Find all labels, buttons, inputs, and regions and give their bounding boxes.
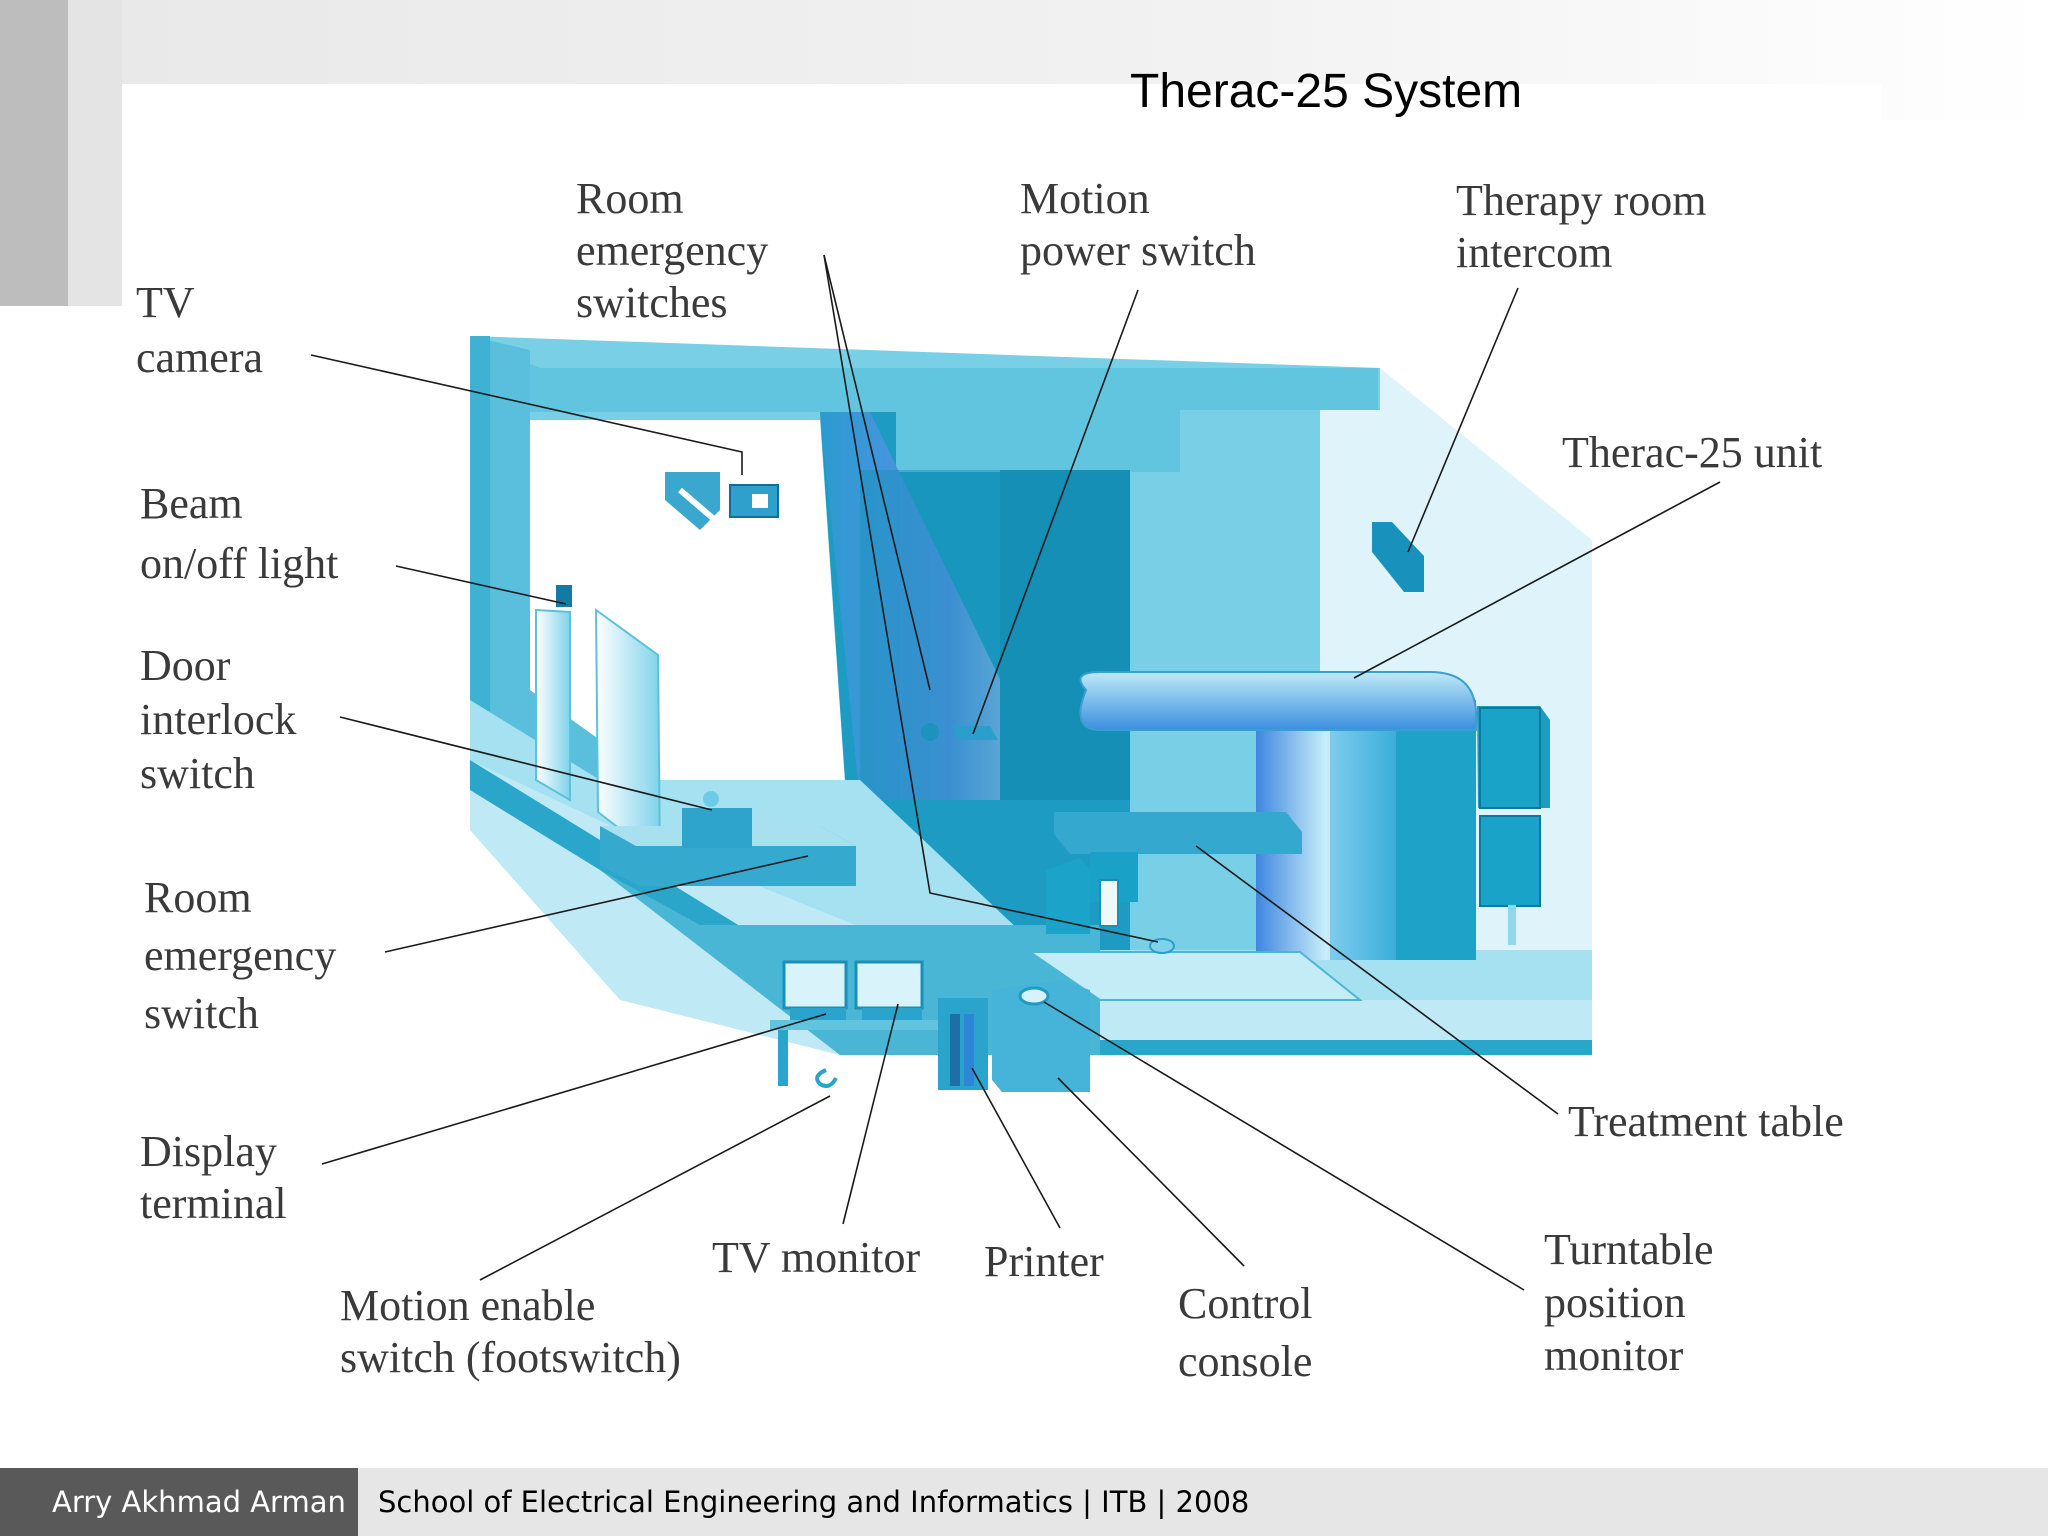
leader-room-emergency-switches-b — [823, 254, 1159, 943]
room-bay-panel — [1000, 470, 1130, 800]
door-left — [535, 608, 571, 802]
label-motion-enable-switch: Motion enable switch (footswitch) — [340, 1281, 681, 1382]
tv-camera-device — [665, 472, 779, 530]
leader-therac25-unit — [1353, 481, 1721, 679]
leader-printer — [971, 1067, 1061, 1229]
motion-power-switch-device — [952, 726, 998, 740]
therac25-room-diagram: TV camera Room emergency switches Motion… — [136, 174, 1844, 1386]
side-accent-bar — [0, 0, 68, 306]
room-emergency-switch-floor — [1149, 938, 1175, 954]
control-console-area — [770, 960, 1090, 1092]
leader-motion-enable — [479, 1095, 831, 1281]
leader-motion-power-switch — [972, 289, 1139, 735]
side-accent-bar-light — [68, 0, 122, 306]
label-therapy-room-intercom: Therapy room intercom — [1456, 176, 1717, 277]
label-treatment-table: Treatment table — [1568, 1097, 1844, 1146]
label-control-console: Control console — [1178, 1279, 1323, 1386]
slide-title: Therac-25 System — [1130, 65, 1523, 118]
label-beam-light: Beam on/off light — [140, 479, 338, 588]
label-turntable-position-monitor: Turntable position monitor — [1544, 1225, 1725, 1380]
leader-tv-monitor — [842, 1003, 899, 1225]
leader-treatment-table — [1195, 845, 1559, 1115]
room-ceiling-beam — [470, 338, 1378, 472]
leader-lines — [310, 254, 1721, 1291]
door-interlock-device — [600, 791, 856, 886]
label-tv-camera-line2: camera — [136, 333, 263, 382]
leader-turntable-monitor — [1043, 1001, 1525, 1291]
room-floor-base — [470, 760, 1592, 1055]
console-device — [992, 980, 1090, 1092]
label-tv-monitor: TV monitor — [712, 1233, 921, 1282]
label-display-terminal: Display terminal — [140, 1127, 288, 1228]
treatment-table-device — [1026, 812, 1363, 1001]
label-therac25-unit: Therac-25 unit — [1562, 428, 1822, 477]
leader-intercom — [1407, 287, 1519, 553]
room-left-wall — [470, 336, 620, 830]
label-motion-power-switch: Motion power switch — [1020, 174, 1256, 275]
label-printer: Printer — [984, 1237, 1104, 1286]
therapy-room-intercom-device — [1372, 522, 1424, 592]
leader-room-emergency-switches-a — [823, 254, 931, 691]
leader-control-console — [1057, 1077, 1245, 1267]
label-door-interlock-switch: Door interlock switch — [140, 641, 307, 798]
leader-room-emergency-switch — [384, 855, 809, 953]
room-blue-gradient — [820, 412, 1080, 800]
room-emergency-switch-wall — [921, 723, 939, 741]
footswitch-device — [815, 1068, 838, 1088]
footer-institution: School of Electrical Engineering and Inf… — [378, 1485, 1250, 1519]
beam-on-off-light-device — [556, 585, 572, 607]
slide-footer: Arry Akhmad Arman School of Electrical E… — [0, 1468, 2048, 1536]
tv-monitor-device — [854, 960, 924, 1010]
label-tv-camera-line1: TV — [136, 278, 195, 327]
leader-door-interlock — [339, 716, 713, 811]
printer-device — [938, 998, 988, 1090]
label-tv-camera: TV camera — [136, 278, 263, 382]
leader-display-terminal — [321, 1013, 827, 1165]
therac25-unit-device — [1079, 671, 1550, 960]
leader-tv-camera — [310, 354, 743, 475]
label-room-emergency-switch: Room emergency switch — [144, 873, 347, 1038]
room-left-edge — [470, 336, 490, 760]
display-terminal-device — [782, 960, 848, 1010]
footer-author: Arry Akhmad Arman — [0, 1468, 358, 1536]
leader-beam-light — [395, 565, 567, 605]
room-doors — [535, 608, 662, 863]
label-room-emergency-switches: Room emergency switches — [576, 174, 779, 327]
